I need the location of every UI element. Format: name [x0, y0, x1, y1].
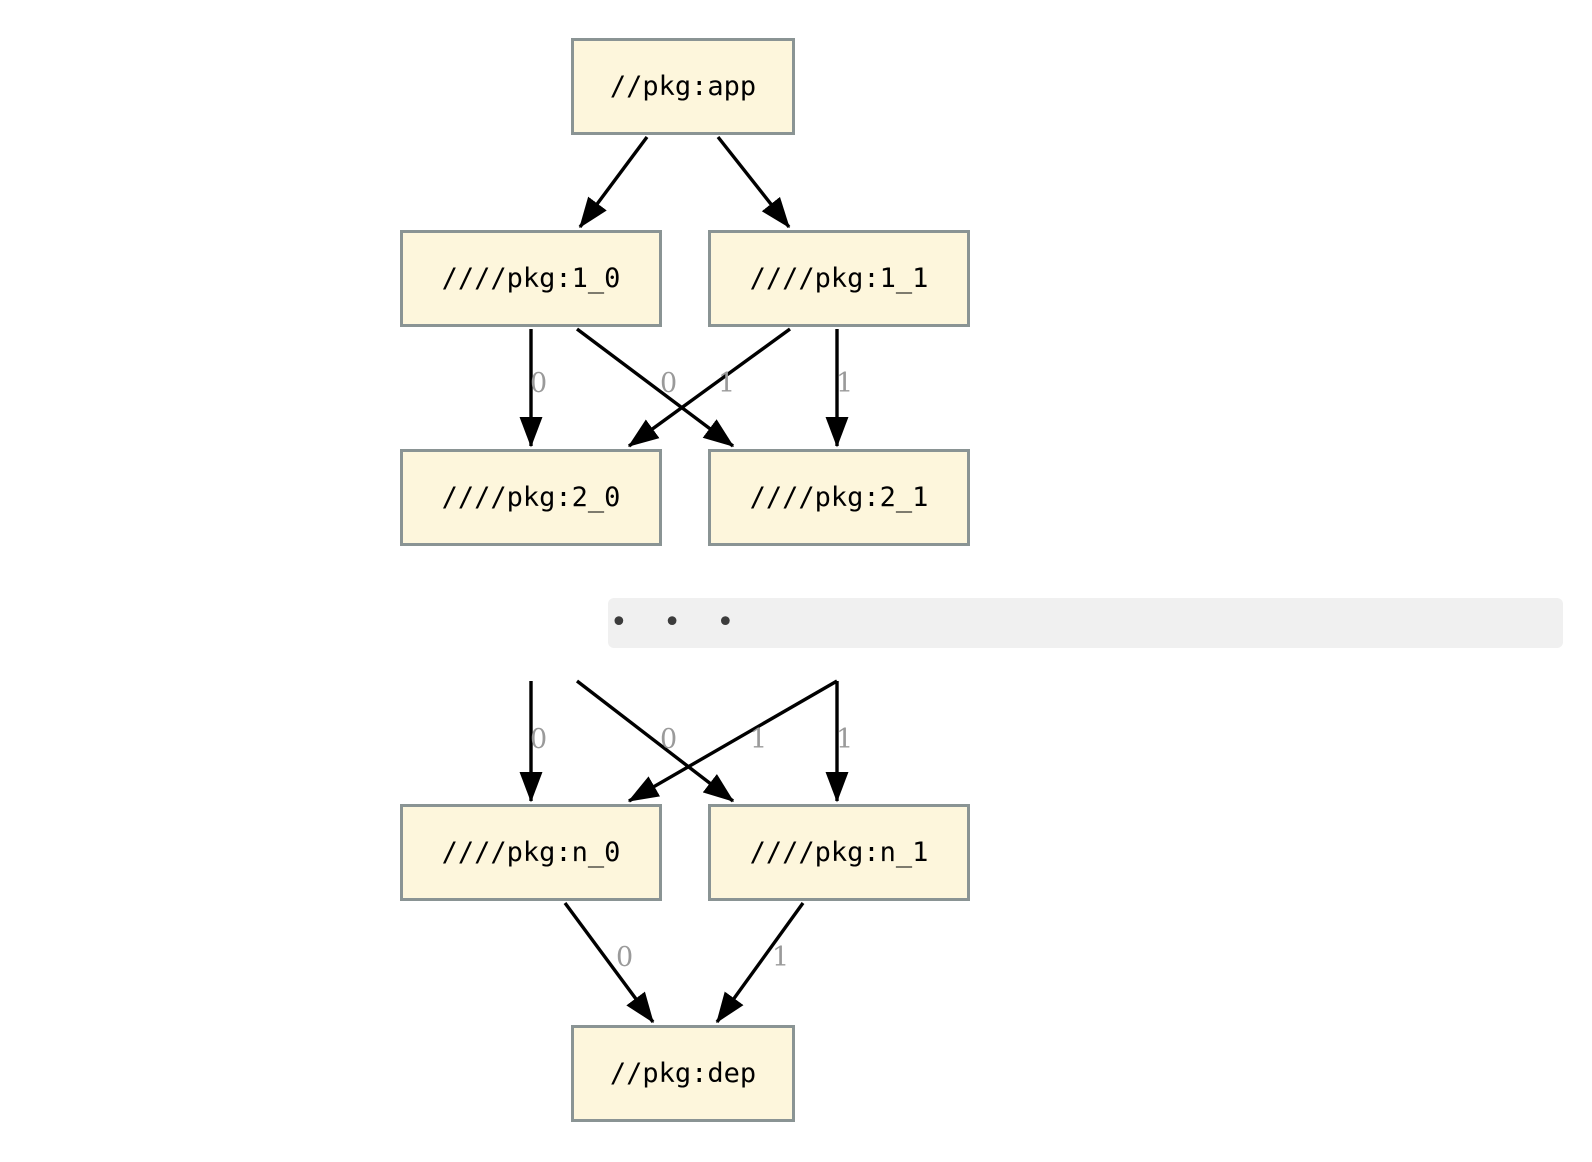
graph-node-ln_1[interactable]: ////pkg:n_1	[708, 804, 970, 901]
graph-node-label: ////pkg:n_0	[441, 837, 621, 868]
graph-node-label: ////pkg:2_1	[749, 482, 929, 513]
graph-edge-l1_0-to-l2_1	[575, 327, 735, 448]
graph-edge-label: 1	[836, 724, 854, 755]
graph-edge-above-to-ln_1	[575, 679, 735, 803]
graph-edge-label: 0	[530, 368, 548, 399]
graph-edge-label: 1	[772, 942, 790, 973]
graph-edge-app-to-l1_0	[578, 135, 649, 229]
graph-edge-label: 0	[660, 368, 678, 399]
graph-node-l1_0[interactable]: ////pkg:1_0	[400, 230, 662, 327]
graph-node-label: ////pkg:n_1	[749, 837, 929, 868]
graph-node-label: ////pkg:1_0	[441, 263, 621, 294]
graph-edge-app-to-l1_1	[716, 135, 791, 229]
graph-edge-label: 1	[718, 368, 736, 399]
graph-edge-l1_1-to-l2_0	[627, 327, 791, 448]
graph-node-dep[interactable]: //pkg:dep	[571, 1025, 795, 1122]
graph-node-label: ////pkg:1_1	[749, 263, 929, 294]
ellipsis-dots: • • •	[610, 605, 748, 640]
graph-node-l2_1[interactable]: ////pkg:2_1	[708, 449, 970, 546]
ellipsis-band	[608, 598, 1563, 648]
graph-node-l2_0[interactable]: ////pkg:2_0	[400, 449, 662, 546]
graph-node-label: ////pkg:2_0	[441, 482, 621, 513]
graph-node-app[interactable]: //pkg:app	[571, 38, 795, 135]
graph-edge-label: 1	[836, 368, 854, 399]
graph-node-l1_1[interactable]: ////pkg:1_1	[708, 230, 970, 327]
graph-edge-ln_0-to-dep	[563, 901, 655, 1024]
graph-edge-ln_1-to-dep	[715, 902, 805, 1024]
graph-node-ln_0[interactable]: ////pkg:n_0	[400, 804, 662, 901]
graph-node-label: //pkg:app	[609, 71, 757, 102]
graph-node-label: //pkg:dep	[609, 1058, 757, 1089]
graph-edge-above-to-ln_0	[627, 679, 838, 803]
graph-edge-label: 0	[616, 942, 634, 973]
graph-edge-label: 0	[660, 724, 678, 755]
graph-edge-label: 0	[530, 724, 548, 755]
graph-edge-label: 1	[750, 724, 768, 755]
